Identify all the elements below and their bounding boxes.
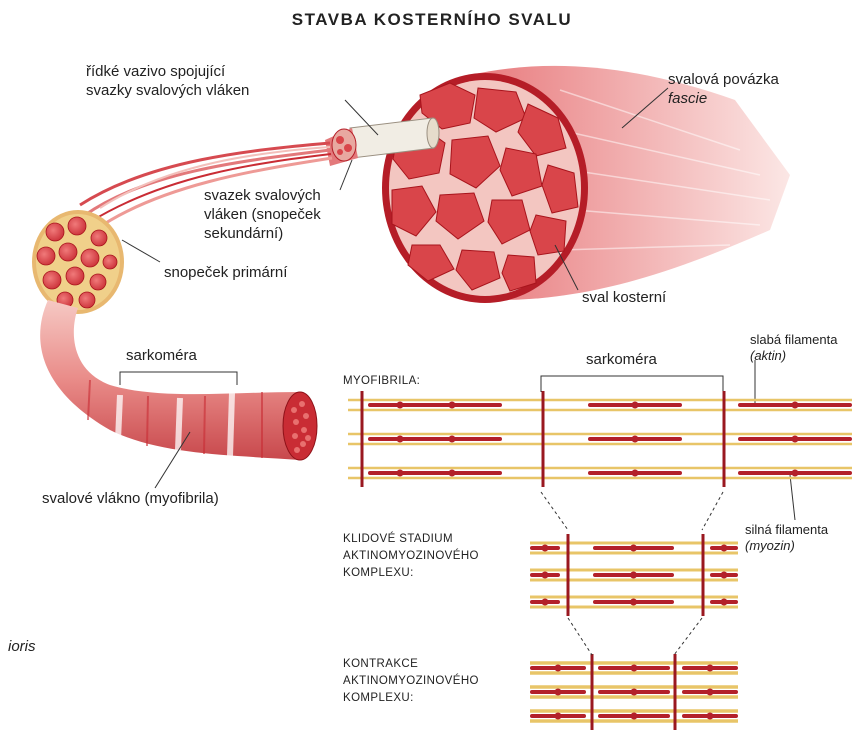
cut-off-text: ioris <box>8 637 36 656</box>
m-line-dot <box>555 689 562 696</box>
muscle-fiber <box>40 300 317 460</box>
label-thick-filaments: silná filamenta(myozin) <box>745 522 828 554</box>
m-line-dot <box>632 402 639 409</box>
label-muscle-fiber: svalové vlákno (myofibrila) <box>42 489 219 508</box>
m-line-dot <box>632 470 639 477</box>
primary-bundle <box>32 210 124 314</box>
sarcomere-bracket-fiber <box>120 372 237 385</box>
m-line-dot <box>721 572 728 579</box>
label-skeletal-muscle: sval kosterní <box>582 288 666 307</box>
m-line-dot <box>721 599 728 606</box>
m-line-dot <box>449 436 456 443</box>
caption-myofibril: MYOFIBRILA: <box>343 373 420 390</box>
m-line-dot <box>792 470 799 477</box>
muscle-cross-section <box>382 73 588 303</box>
m-line-dot <box>707 689 714 696</box>
m-line-dot <box>542 545 549 552</box>
m-line-dot <box>792 402 799 409</box>
m-line-dot <box>707 713 714 720</box>
m-line-dot <box>721 545 728 552</box>
m-line-dot <box>631 713 638 720</box>
m-line-dot <box>449 470 456 477</box>
m-line-dot <box>630 599 637 606</box>
label-thin-filaments: slabá filamenta(aktin) <box>750 332 837 364</box>
myofibril-diagram <box>348 391 852 487</box>
m-line-dot <box>542 572 549 579</box>
m-line-dot <box>630 545 637 552</box>
contraction-stage-diagram <box>530 654 738 730</box>
m-line-dot <box>555 665 562 672</box>
m-line-dot <box>630 572 637 579</box>
m-line-dot <box>555 713 562 720</box>
m-line-dot <box>792 436 799 443</box>
rest-stage-diagram <box>530 534 738 616</box>
label-sarcomere-fiber: sarkoméra <box>126 346 197 365</box>
label-sarcomere-myofibril: sarkoméra <box>586 350 657 369</box>
m-line-dot <box>631 665 638 672</box>
m-line-dot <box>707 665 714 672</box>
sarcomere-bracket-myofibril <box>541 376 723 392</box>
label-primary-bundle: snopeček primární <box>164 263 287 282</box>
m-line-dot <box>542 599 549 606</box>
m-line-dot <box>631 689 638 696</box>
m-line-dot <box>632 436 639 443</box>
m-line-dot <box>449 402 456 409</box>
